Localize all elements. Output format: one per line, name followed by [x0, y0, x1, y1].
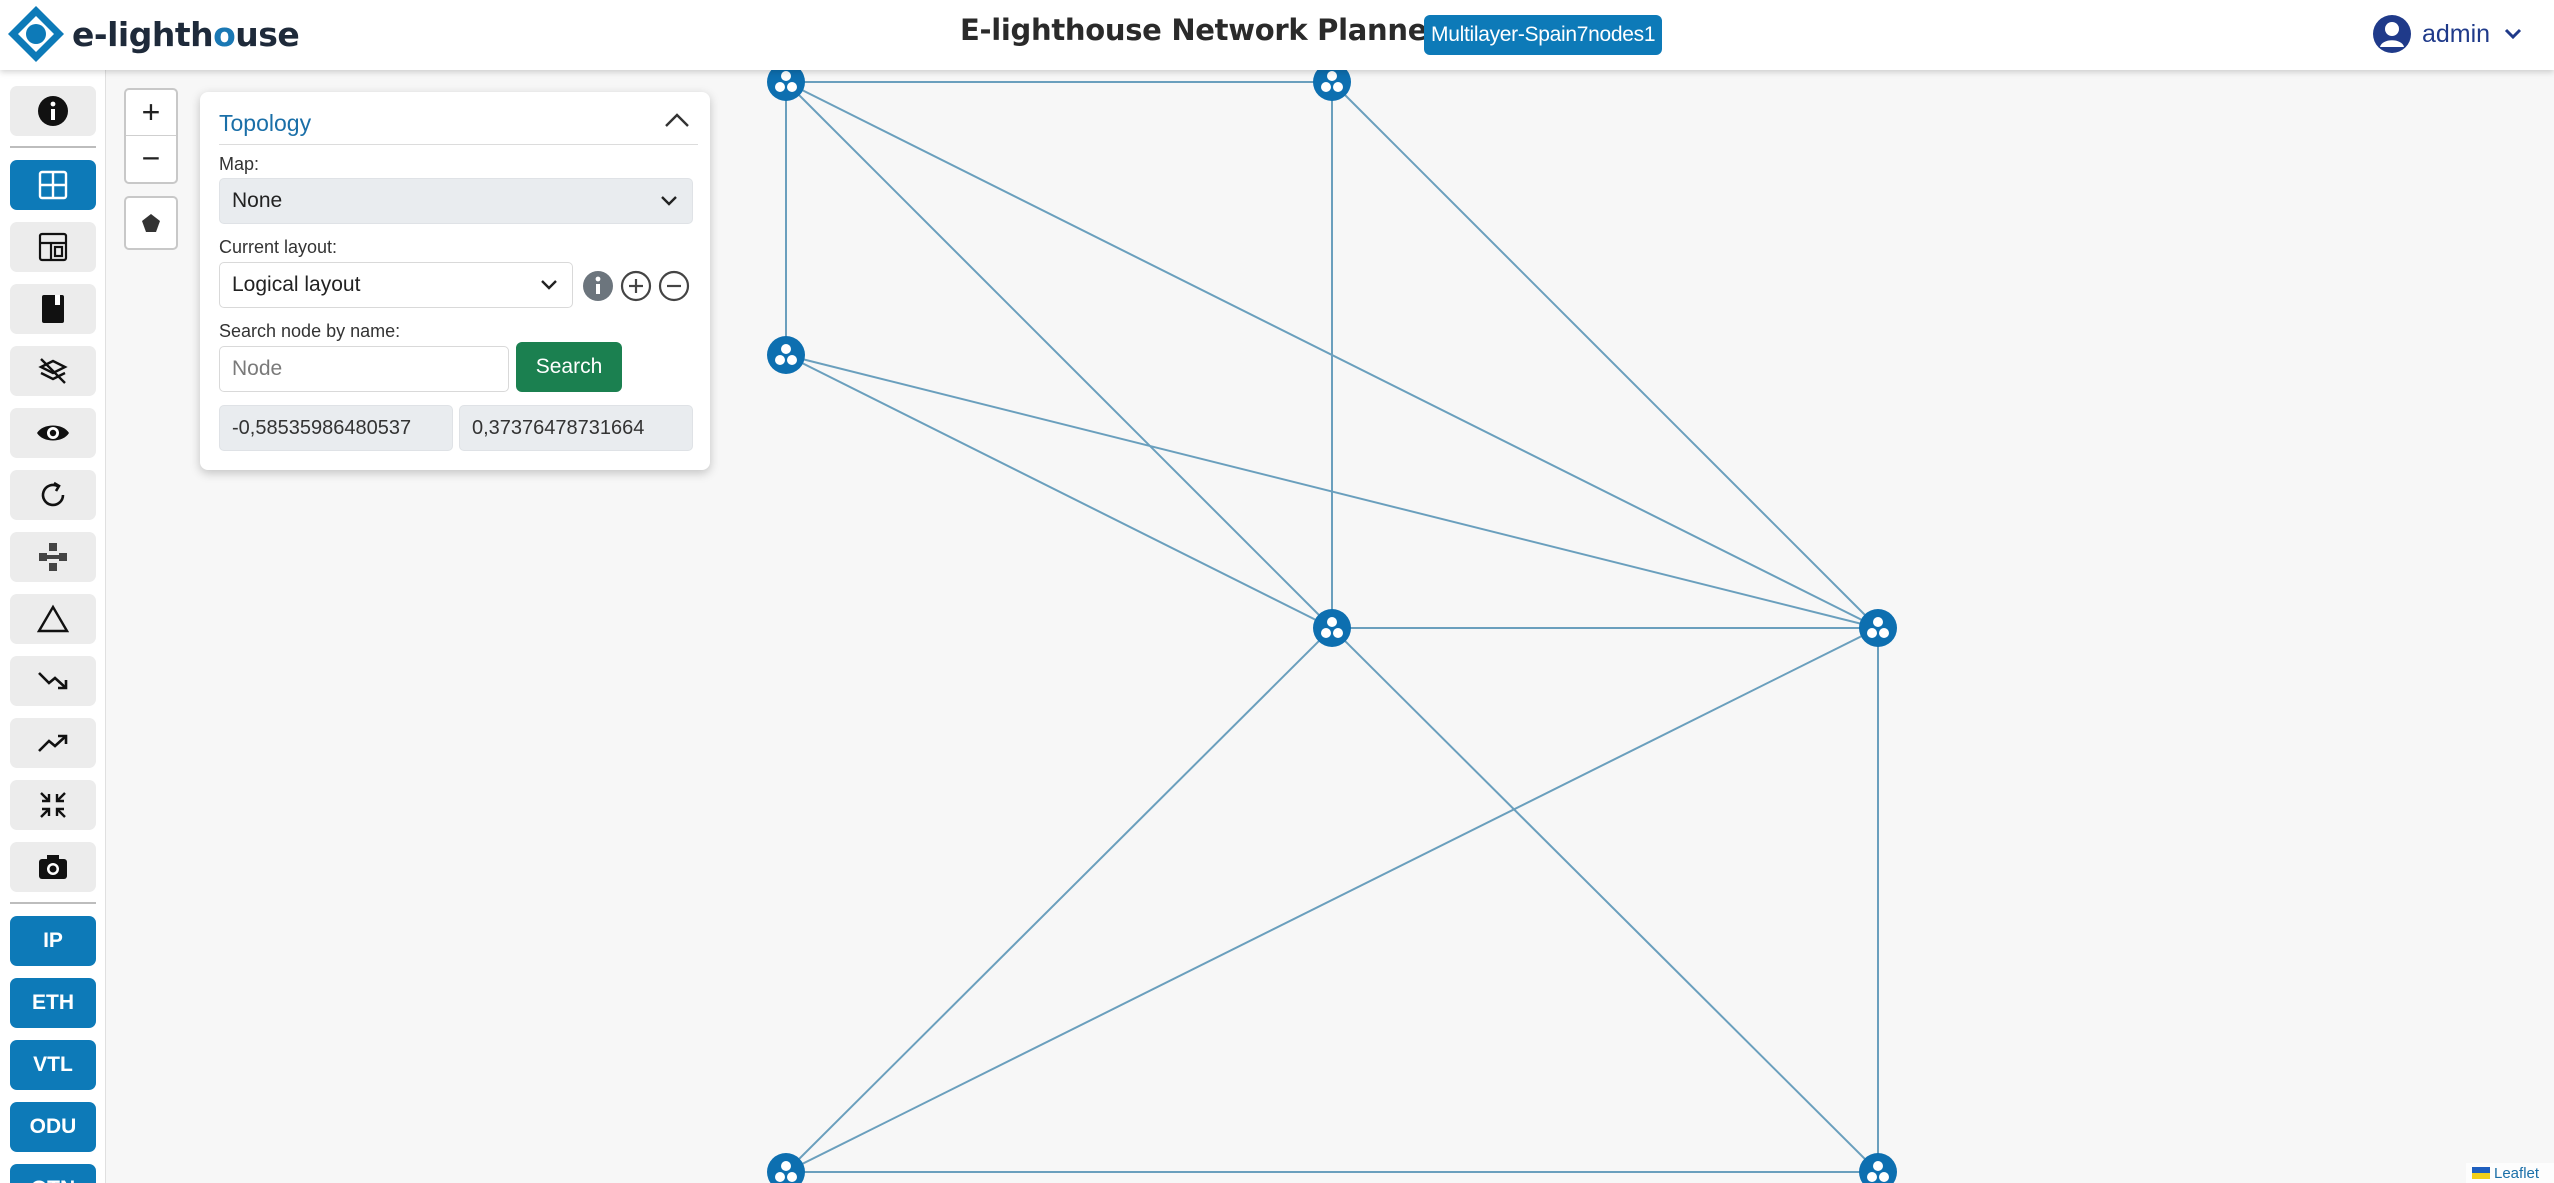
chevron-up-icon[interactable] [664, 112, 690, 128]
layers-hidden-icon [38, 358, 68, 384]
network-node[interactable] [767, 70, 805, 101]
network-node[interactable] [1313, 609, 1351, 647]
triangle-icon [37, 604, 69, 633]
link[interactable] [1331, 81, 1879, 629]
grid-view-icon [38, 170, 68, 200]
network-node[interactable] [1859, 1153, 1897, 1183]
layer-eth-button[interactable]: ETH [10, 978, 96, 1028]
chevron-down-icon [2505, 28, 2522, 40]
layer-ip-button[interactable]: IP [10, 916, 96, 966]
trend-down-icon [38, 672, 68, 690]
map-select-value: None [232, 189, 283, 212]
attribution-link[interactable]: Leaflet [2494, 1164, 2540, 1182]
map-label: Map: [219, 154, 260, 174]
panel-title: Topology [219, 110, 312, 136]
refresh-button[interactable] [10, 470, 96, 520]
logo-text: e-lighthouse [72, 14, 300, 54]
links [785, 81, 1879, 1173]
visibility-button[interactable] [10, 408, 96, 458]
hide-layers-button[interactable] [10, 346, 96, 396]
layer-vtl-button[interactable]: VTL [10, 1040, 96, 1090]
link[interactable] [1331, 627, 1879, 1173]
zoom-control: + − [124, 88, 178, 184]
layout-panel-button[interactable] [10, 222, 96, 272]
map-select[interactable]: None [219, 178, 693, 224]
link[interactable] [785, 627, 1333, 1173]
book-icon [42, 295, 64, 323]
ukraine-flag-icon [2472, 1167, 2490, 1179]
left-toolbar: IP ETH VTL ODU OTN [0, 70, 106, 1183]
top-header: e-lighthouse E-lighthouse Network Planne… [0, 0, 2554, 70]
add-layout-icon[interactable] [620, 270, 652, 302]
coordinate-y-field[interactable]: 0,37376478731664 [459, 405, 693, 451]
refresh-icon [41, 481, 65, 507]
chevron-down-icon [661, 196, 677, 206]
user-avatar-icon [2373, 15, 2411, 53]
trend-down-button[interactable] [10, 656, 96, 706]
nodes [767, 70, 1897, 1183]
topology-map[interactable]: Leaflet [108, 70, 2554, 1183]
map-attribution[interactable]: Leaflet [2466, 1163, 2554, 1183]
camera-icon [39, 855, 67, 879]
info-button[interactable] [10, 86, 96, 136]
app-logo[interactable]: e-lighthouse [6, 6, 300, 62]
eye-icon [37, 425, 69, 441]
node-search-input[interactable] [219, 346, 509, 392]
network-button[interactable] [10, 532, 96, 582]
username: admin [2422, 19, 2491, 48]
link[interactable] [785, 81, 1333, 629]
zoom-out-button[interactable]: − [141, 140, 161, 176]
layout-panel-icon [38, 232, 68, 262]
layer-otn-button[interactable]: OTN [10, 1164, 96, 1183]
draw-polygon-button[interactable] [124, 196, 178, 250]
grid-view-button[interactable] [10, 160, 96, 210]
network-icon [39, 543, 67, 571]
search-label: Search node by name: [219, 321, 401, 341]
coordinate-x-field[interactable]: -0,58535986480537 [219, 405, 453, 451]
info-icon [38, 96, 68, 126]
network-node[interactable] [767, 1153, 805, 1183]
design-name-badge[interactable]: Multilayer-Spain7nodes1 [1424, 15, 1663, 55]
link[interactable] [785, 354, 1879, 629]
trend-up-icon [38, 734, 68, 752]
zoom-in-button[interactable]: + [126, 90, 176, 136]
layout-info-icon[interactable] [582, 270, 614, 302]
network-node[interactable] [1859, 609, 1897, 647]
chevron-down-icon [541, 280, 557, 290]
panel-divider [219, 144, 698, 145]
link[interactable] [785, 354, 1333, 629]
screenshot-button[interactable] [10, 842, 96, 892]
layout-label: Current layout: [219, 237, 338, 257]
lighthouse-logo-icon [8, 6, 64, 62]
compress-button[interactable] [10, 780, 96, 830]
triangle-button[interactable] [10, 594, 96, 644]
layer-odu-button[interactable]: ODU [10, 1102, 96, 1152]
trend-up-button[interactable] [10, 718, 96, 768]
layout-select[interactable]: Logical layout [219, 262, 573, 308]
user-menu[interactable]: admin [2372, 13, 2522, 55]
search-button[interactable]: Search [516, 342, 622, 392]
remove-layout-icon[interactable] [658, 270, 690, 302]
pentagon-icon [142, 214, 160, 232]
topology-graph[interactable] [108, 70, 2554, 1183]
link[interactable] [785, 627, 1879, 1173]
layout-select-value: Logical layout [232, 273, 361, 296]
topology-panel: Topology Map: None Current layout: Logic… [200, 92, 710, 470]
book-button[interactable] [10, 284, 96, 334]
page-title: E-lighthouse Network Planner [960, 13, 1442, 47]
network-node[interactable] [767, 336, 805, 374]
compress-icon [40, 792, 66, 818]
network-node[interactable] [1313, 70, 1351, 101]
